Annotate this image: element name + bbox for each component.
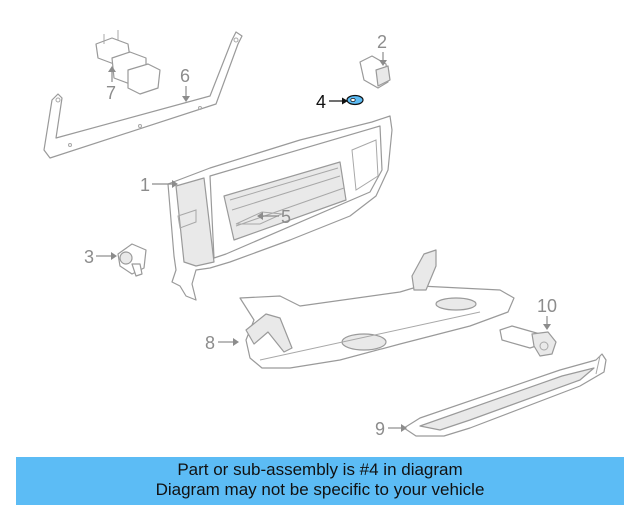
part-7-latch-assembly	[95, 30, 161, 95]
part-10-lamp	[499, 325, 557, 357]
callout-1: 1	[140, 175, 178, 195]
part-3-lock	[117, 243, 147, 277]
callout-5-label: 5	[281, 207, 291, 227]
callout-9-label: 9	[375, 419, 385, 439]
callout-5: 5	[257, 207, 291, 227]
callout-4: 4	[316, 92, 348, 112]
callout-3-label: 3	[84, 247, 94, 267]
part-6-bracket	[43, 31, 243, 159]
part-9-trim-strip	[403, 353, 607, 437]
banner-line-2: Diagram may not be specific to your vehi…	[155, 480, 485, 499]
callout-7: 7	[106, 66, 116, 103]
callout-6: 6	[180, 66, 190, 102]
parts-diagram: 1 2 3 4 5 6 7 8 9 10	[43, 30, 607, 439]
part-8-lower-panel	[239, 249, 515, 369]
callout-2-label: 2	[377, 32, 387, 52]
info-banner: Part or sub-assembly is #4 in diagram Di…	[16, 457, 624, 505]
banner-line-1: Part or sub-assembly is #4 in diagram	[177, 460, 463, 479]
callout-10: 10	[537, 296, 557, 330]
callout-7-label: 7	[106, 83, 116, 103]
callout-4-label: 4	[316, 92, 326, 112]
part-4-bumper	[346, 94, 364, 106]
callout-1-label: 1	[140, 175, 150, 195]
callout-10-label: 10	[537, 296, 557, 316]
callout-8: 8	[205, 333, 239, 353]
part-2-clip	[359, 55, 391, 89]
callout-2: 2	[377, 32, 387, 66]
callout-9: 9	[375, 419, 407, 439]
callout-3: 3	[84, 247, 117, 267]
callout-8-label: 8	[205, 333, 215, 353]
callout-6-label: 6	[180, 66, 190, 86]
part-1-glove-box-housing	[167, 115, 393, 301]
